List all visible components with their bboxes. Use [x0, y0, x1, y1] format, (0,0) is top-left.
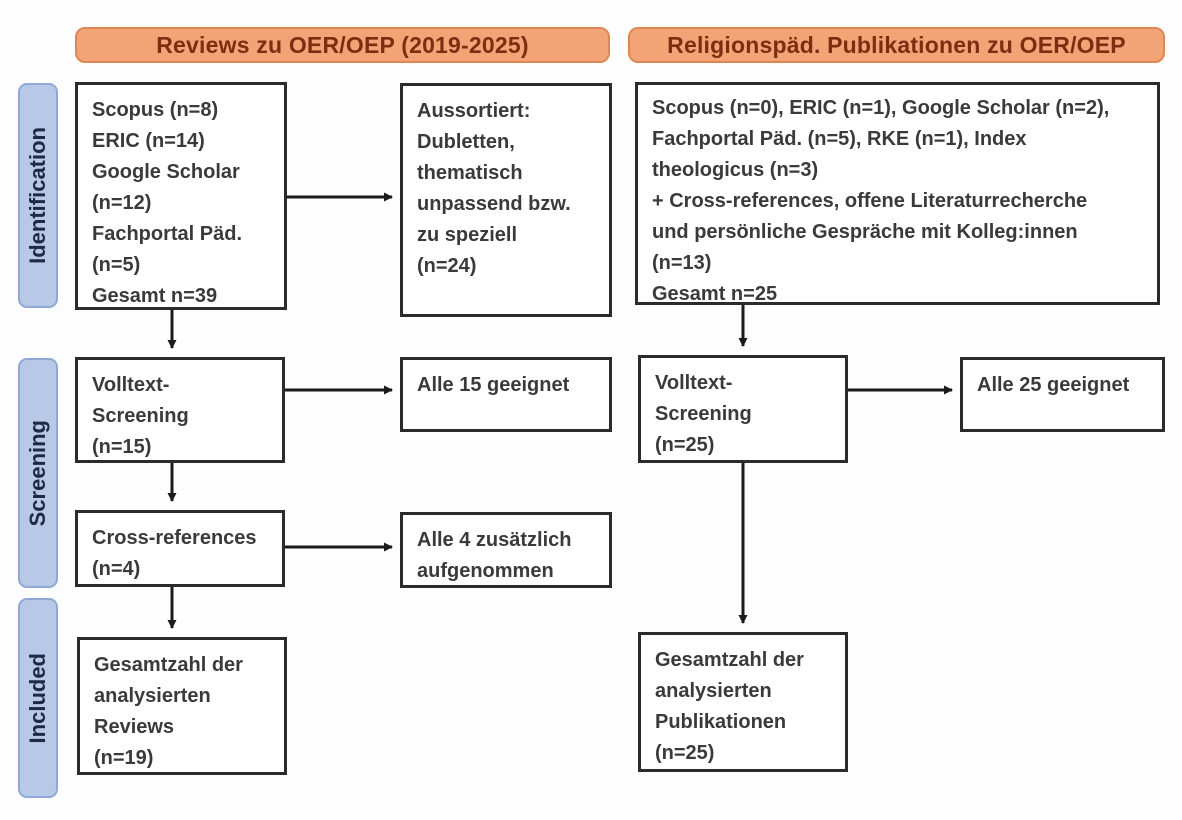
box-right-fulltext-screening: Volltext- Screening (n=25) [638, 355, 848, 463]
box-left-sources: Scopus (n=8) ERIC (n=14) Google Scholar … [75, 82, 287, 310]
box-left-included-total: Gesamtzahl der analysierten Reviews (n=1… [77, 637, 287, 775]
box-right-included-total: Gesamtzahl der analysierten Publikatione… [638, 632, 848, 772]
box-left-crossreferences: Cross-references (n=4) [75, 510, 285, 587]
stage-label-included: Included [18, 598, 58, 798]
box-right-sources: Scopus (n=0), ERIC (n=1), Google Scholar… [635, 82, 1160, 305]
box-left-crossreferences-result: Alle 4 zusätzlich aufgenommen [400, 512, 612, 588]
stage-label-included-text: Included [25, 652, 50, 744]
stage-label-identification: Identification [18, 83, 58, 308]
box-left-fulltext-result: Alle 15 geeignet [400, 357, 612, 432]
column-header-reviews: Reviews zu OER/OEP (2019-2025) [75, 27, 610, 63]
box-right-fulltext-result: Alle 25 geeignet [960, 357, 1165, 432]
stage-label-screening: Screening [18, 358, 58, 588]
stage-label-identification-text: Identification [25, 127, 50, 264]
column-header-religionspaed: Religionspäd. Publikationen zu OER/OEP [628, 27, 1165, 63]
box-left-fulltext-screening: Volltext- Screening (n=15) [75, 357, 285, 463]
box-left-excluded: Aussortiert: Dubletten, thematisch unpas… [400, 83, 612, 317]
stage-label-screening-text: Screening [25, 419, 50, 527]
